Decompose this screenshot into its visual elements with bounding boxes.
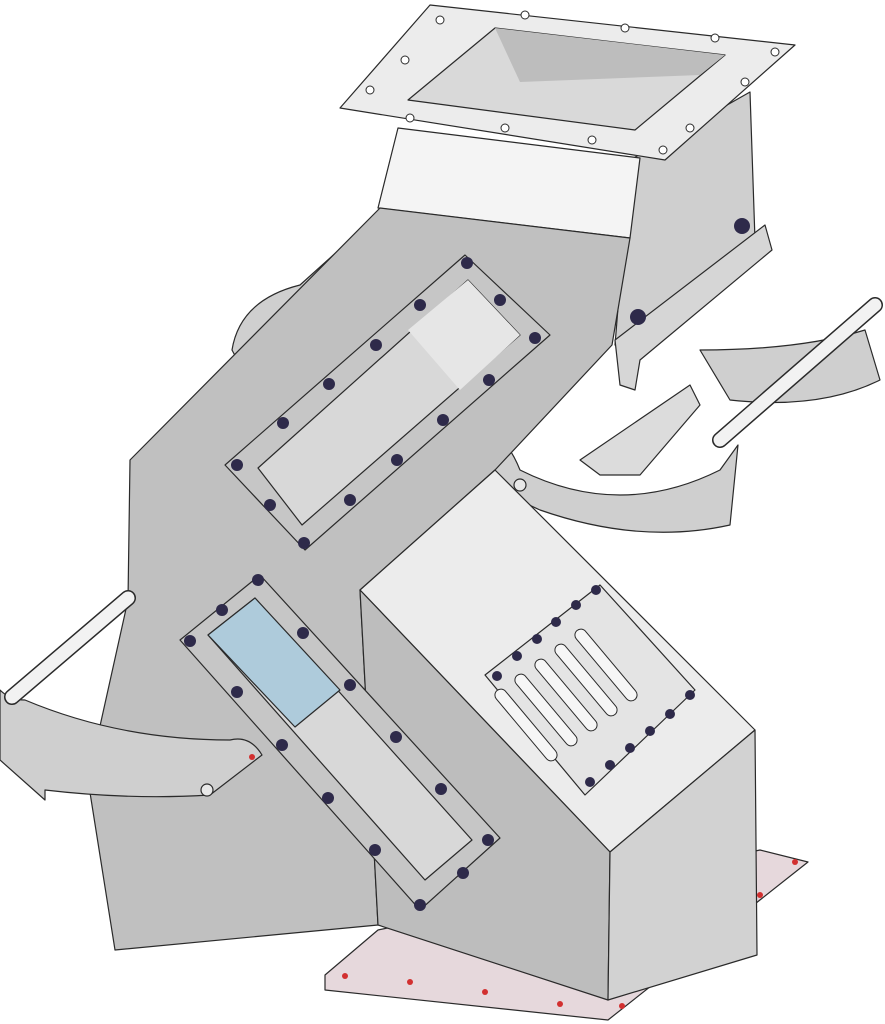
lower-window-glass [207,597,341,728]
clamp-fittings [630,218,750,325]
lower-body-side [607,729,758,1001]
top-opening-inner-wall [495,28,725,82]
left-pivot-marker [249,754,255,760]
pivot-pin [513,478,527,492]
upper-window-bolts [231,257,541,549]
right-bracket [614,224,773,391]
right-handle-rod-fill [713,298,882,447]
upper-window-inner [408,280,520,390]
top-flange-holes [365,10,780,155]
right-slot-plate [579,384,701,476]
grille-bolts [492,585,695,787]
right-handle-arm [699,329,881,404]
left-handle-arm[interactable] [0,689,263,801]
vent-slots [494,628,638,762]
lower-window-bolts [184,574,494,911]
left-pivot-pin [200,783,214,797]
left-handle-rod-fill [5,591,135,704]
